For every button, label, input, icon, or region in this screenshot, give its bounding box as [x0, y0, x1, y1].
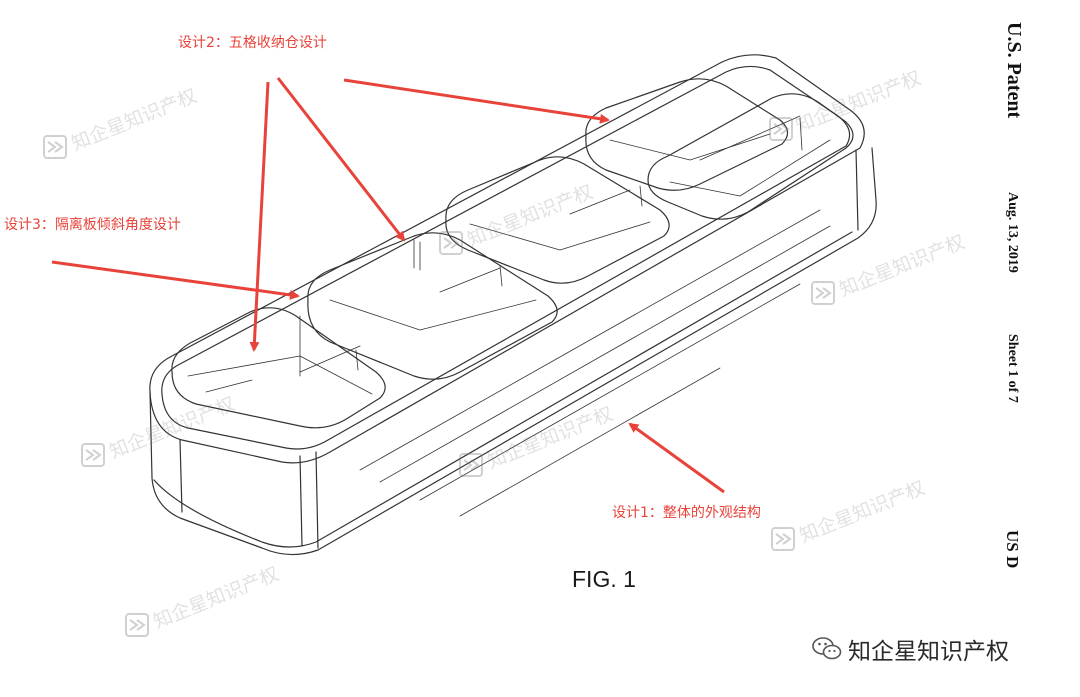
footer-account: 知企星知识产权 [812, 632, 1009, 666]
patent-sheet: Sheet 1 of 7 [1005, 334, 1020, 403]
annotation-design-2: 设计2：五格收纳仓设计 [178, 35, 327, 51]
figure-label: FIG. 1 [572, 566, 636, 592]
tray-outline [149, 54, 877, 556]
patent-date: Aug. 13, 2019 [1005, 192, 1020, 273]
annotation-arrows [51, 77, 725, 494]
patent-number: US D [1003, 530, 1022, 569]
wechat-icon [812, 637, 842, 660]
patent-title: U.S. Patent [1003, 22, 1025, 119]
annotation-design-1: 设计1：整体的外观结构 [612, 505, 761, 521]
footer-account-name: 知企星知识产权 [848, 639, 1009, 665]
annotation-design-3: 设计3：隔离板倾斜角度设计 [4, 217, 181, 233]
